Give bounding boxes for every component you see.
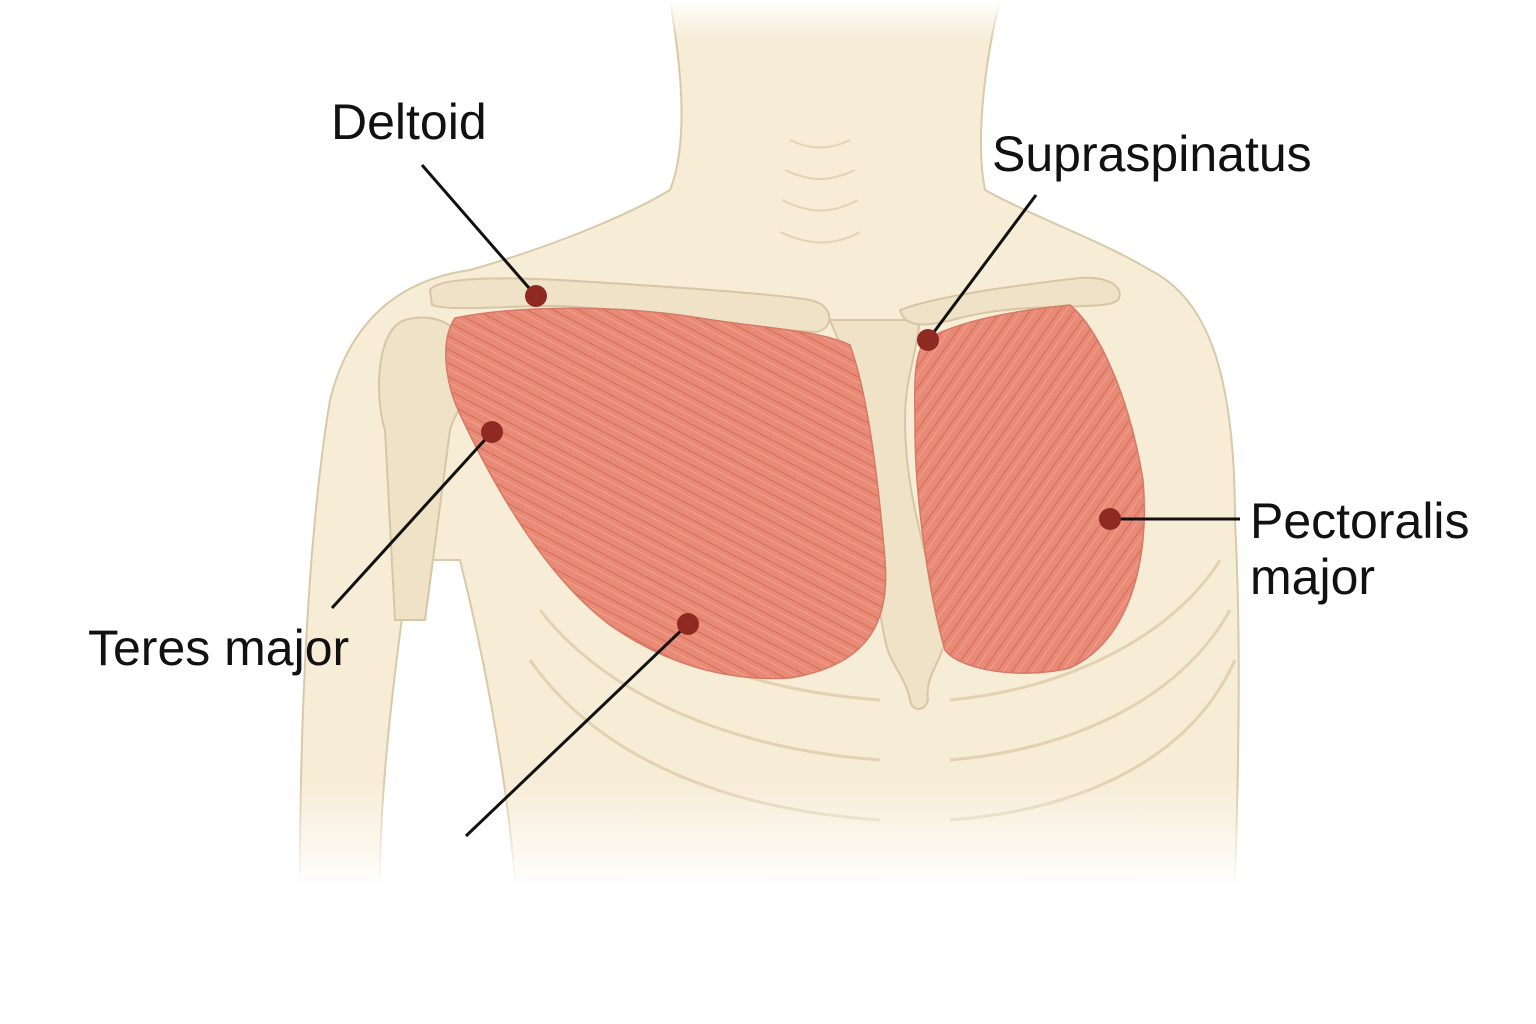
pectoralis-marker <box>1099 508 1121 530</box>
supraspinatus-marker <box>917 329 939 351</box>
supraspinatus-label: Supraspinatus <box>992 126 1312 182</box>
deltoid-leader <box>420 164 538 297</box>
leader-lines <box>330 164 1240 838</box>
unlabeled-leader <box>464 622 690 838</box>
deltoid-label: Deltoid <box>331 94 487 150</box>
supraspinatus-leader <box>926 194 1038 341</box>
cervical-spine <box>779 139 861 244</box>
right-pectoral-muscle <box>913 304 1146 674</box>
pectoralis-line1: Pectoralis <box>1250 493 1470 549</box>
pectoralis-major-label: Pectoralis major <box>1250 493 1470 605</box>
teres-major-leader <box>330 430 494 610</box>
lower-marker <box>677 613 699 635</box>
left-pectoral-muscle <box>445 307 887 680</box>
teres-major-label: Teres major <box>88 620 350 676</box>
deltoid-marker <box>525 285 547 307</box>
pectoralis-line2: major <box>1250 549 1376 605</box>
markers <box>481 285 1121 635</box>
teres-major-marker <box>481 421 503 443</box>
right-clavicle <box>898 276 1121 326</box>
